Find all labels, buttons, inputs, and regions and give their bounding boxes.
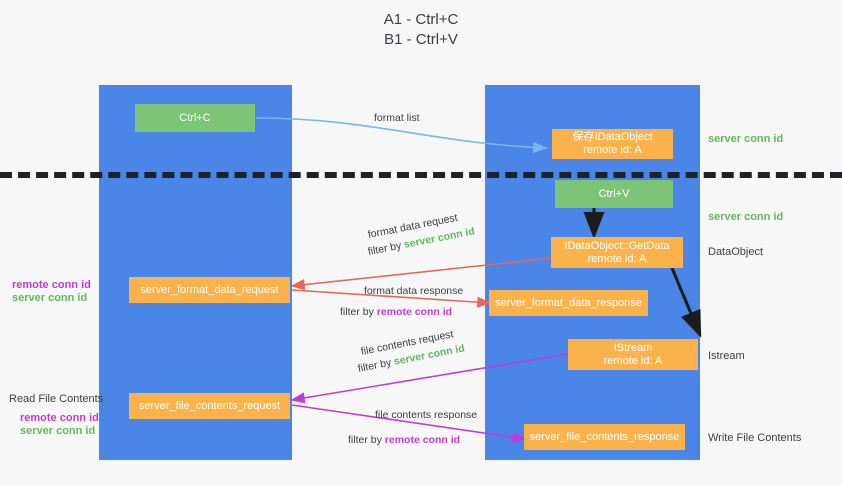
node-ctrl-c[interactable]: Ctrl+C xyxy=(135,104,255,132)
left-label-server-conn-id-lower: server conn id xyxy=(20,425,96,437)
right-label-server-conn-id-mid: server conn id xyxy=(708,211,784,223)
node-idataobject[interactable]: 保存IDataObject remote id: A xyxy=(552,129,673,159)
node-idataobject-getdata[interactable]: IDataObject::GetData remote id: A xyxy=(551,237,683,268)
filter-prefix: filter by xyxy=(340,306,377,318)
left-label-read-file-contents: Read File Contents xyxy=(9,393,104,405)
edge-label-format-data-response: format data response xyxy=(364,285,464,297)
filter-prefix: filter by xyxy=(356,356,396,375)
filter-key-remote-conn-id: remote conn id xyxy=(376,306,453,318)
filter-prefix: filter by xyxy=(348,434,385,446)
left-label-remote-conn-id-lower: remote conn id xyxy=(20,412,99,424)
right-label-dataobject: DataObject xyxy=(708,246,764,258)
right-label-write-file-contents: Write File Contents xyxy=(708,432,802,444)
edge-label-format-list: format list xyxy=(374,112,420,124)
left-label-remote-conn-id-upper: remote conn id xyxy=(12,279,91,291)
filter-key-remote-conn-id: remote conn id xyxy=(384,434,461,446)
node-server-format-data-request[interactable]: server_format_data_request xyxy=(129,277,290,303)
right-label-server-conn-id-top: server conn id xyxy=(708,133,784,145)
left-label-server-conn-id-upper: server conn id xyxy=(12,292,88,304)
node-server-format-data-response[interactable]: server_format_data_response xyxy=(489,290,648,316)
right-label-istream: Istream xyxy=(708,350,745,362)
node-ctrl-v[interactable]: Ctrl+V xyxy=(555,180,673,208)
diagram-title: A1 - Ctrl+C B1 - Ctrl+V xyxy=(383,11,459,48)
edge-label-file-contents-response: file contents response xyxy=(375,409,478,421)
node-server-file-contents-response[interactable]: server_file_contents_response xyxy=(524,424,685,450)
phase-divider xyxy=(0,172,842,178)
node-istream[interactable]: IStream remote id: A xyxy=(568,339,698,370)
node-server-file-contents-request[interactable]: server_file_contents_request xyxy=(129,393,290,419)
edge-label-file-contents-response-filter: filter by remote conn id xyxy=(348,433,460,447)
filter-prefix: filter by xyxy=(366,239,406,258)
edge-label-format-data-response-filter: filter by remote conn id xyxy=(340,305,452,319)
